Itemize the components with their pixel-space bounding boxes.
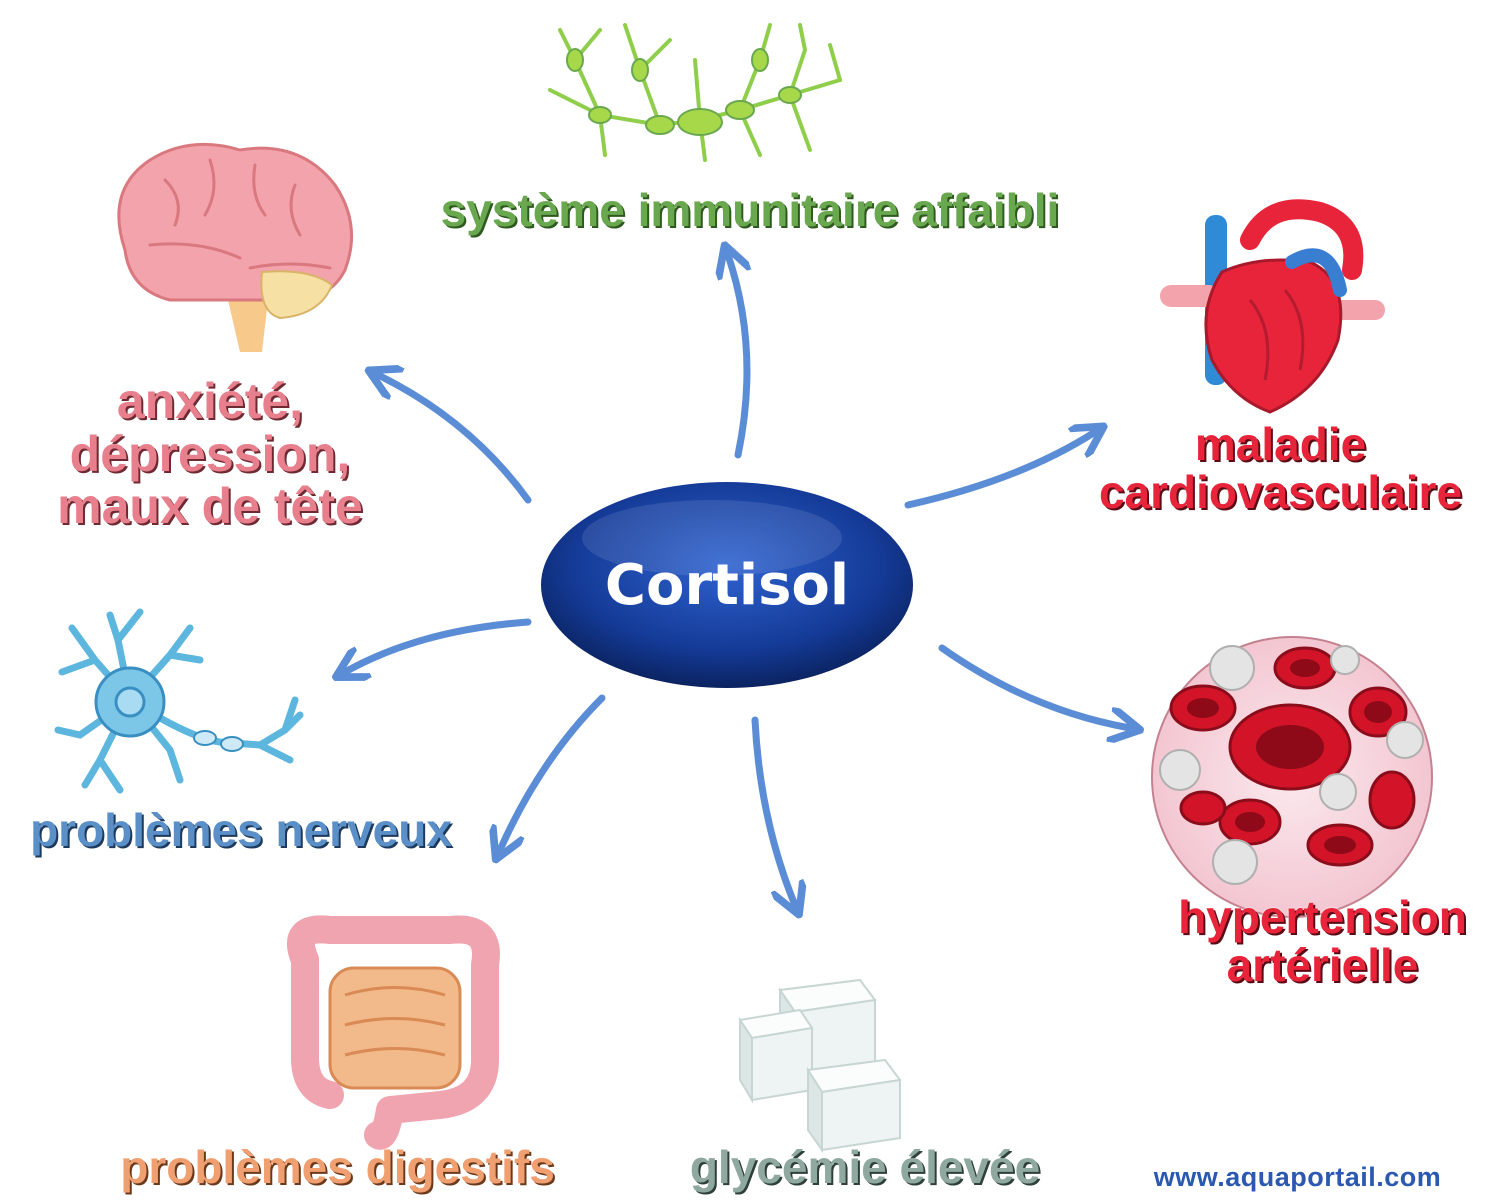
neuron-icon (54, 608, 304, 794)
label-nerves: problèmes nerveux (30, 804, 452, 856)
blood-cells-icon (1151, 636, 1433, 918)
brain-icon (117, 142, 354, 352)
sugar-cubes-icon (738, 978, 902, 1154)
heart-icon (1160, 199, 1385, 414)
label-mental: anxiété, dépression, maux de tête (57, 373, 363, 534)
arrow-to-nerves (345, 618, 532, 672)
arrow-to-pressure (938, 644, 1130, 728)
cortisol-ellipse: Cortisol (541, 482, 913, 688)
label-glycemia: glycémie élevée (689, 1141, 1041, 1193)
intestine-icon (287, 915, 500, 1150)
watermark-url[interactable]: www.aquaportail.com (1153, 1162, 1442, 1192)
label-digestive: problèmes digestifs (120, 1141, 555, 1193)
arrow-to-digestive (500, 694, 606, 850)
label-immune: système immunitaire affaibli (440, 184, 1060, 236)
arrows (345, 255, 1130, 905)
arrow-to-mental (378, 375, 532, 504)
arrow-to-cardio (904, 432, 1095, 509)
label-cardio: maladie cardiovasculaire (1098, 418, 1463, 519)
label-pressure: hypertension artérielle (1178, 891, 1467, 992)
arrow-to-immune (728, 255, 747, 459)
immune-cell-icon (548, 23, 842, 162)
arrow-to-glycemia (751, 716, 795, 905)
center-label: Cortisol (605, 553, 849, 618)
